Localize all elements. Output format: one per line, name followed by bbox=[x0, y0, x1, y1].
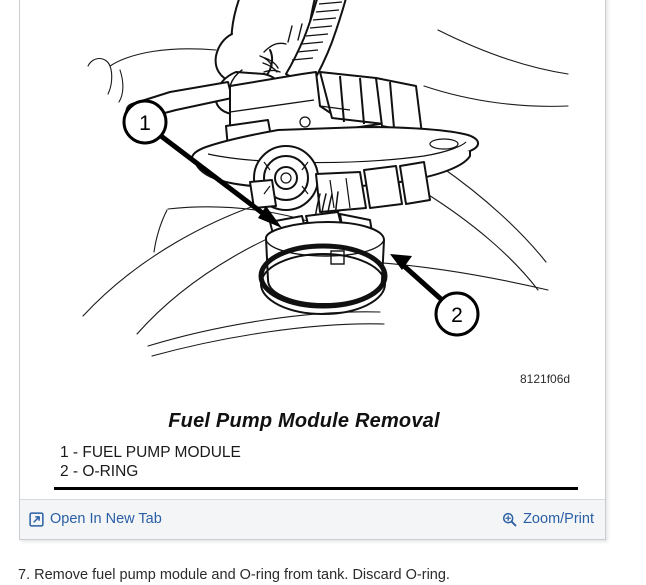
external-link-icon bbox=[29, 511, 44, 527]
figure-image-id: 8121f06d bbox=[520, 372, 571, 386]
callout-1-group: 1 bbox=[122, 99, 282, 228]
figure-illustration-area: 1 2 8121f06d Fuel Pump Module Removal 1 … bbox=[20, 0, 605, 499]
callout-2-group: 2 bbox=[390, 254, 480, 337]
figure-toolbar: Open In New Tab Zoom/Print bbox=[20, 499, 605, 539]
legend-item-1: 1 - FUEL PUMP MODULE bbox=[60, 444, 241, 461]
figure-legend: 1 - FUEL PUMP MODULE 2 - O-RING bbox=[60, 443, 241, 481]
fuel-pump-module-illustration: 1 2 bbox=[20, 0, 605, 499]
svg-text:1: 1 bbox=[139, 112, 151, 135]
step-instruction-text: 7. Remove fuel pump module and O-ring fr… bbox=[18, 567, 450, 583]
svg-text:2: 2 bbox=[451, 304, 463, 327]
open-in-new-tab-button[interactable]: Open In New Tab bbox=[29, 511, 162, 527]
magnifier-plus-icon bbox=[502, 512, 517, 527]
legend-item-2: 2 - O-RING bbox=[60, 463, 139, 480]
figure-caption-title: Fuel Pump Module Removal bbox=[168, 410, 440, 432]
caption-divider bbox=[54, 487, 578, 490]
figure-card: 1 2 8121f06d Fuel Pump Module Removal 1 … bbox=[19, 0, 606, 540]
zoom-print-label: Zoom/Print bbox=[523, 511, 594, 527]
open-in-new-tab-label: Open In New Tab bbox=[50, 511, 162, 527]
zoom-print-button[interactable]: Zoom/Print bbox=[502, 511, 594, 527]
